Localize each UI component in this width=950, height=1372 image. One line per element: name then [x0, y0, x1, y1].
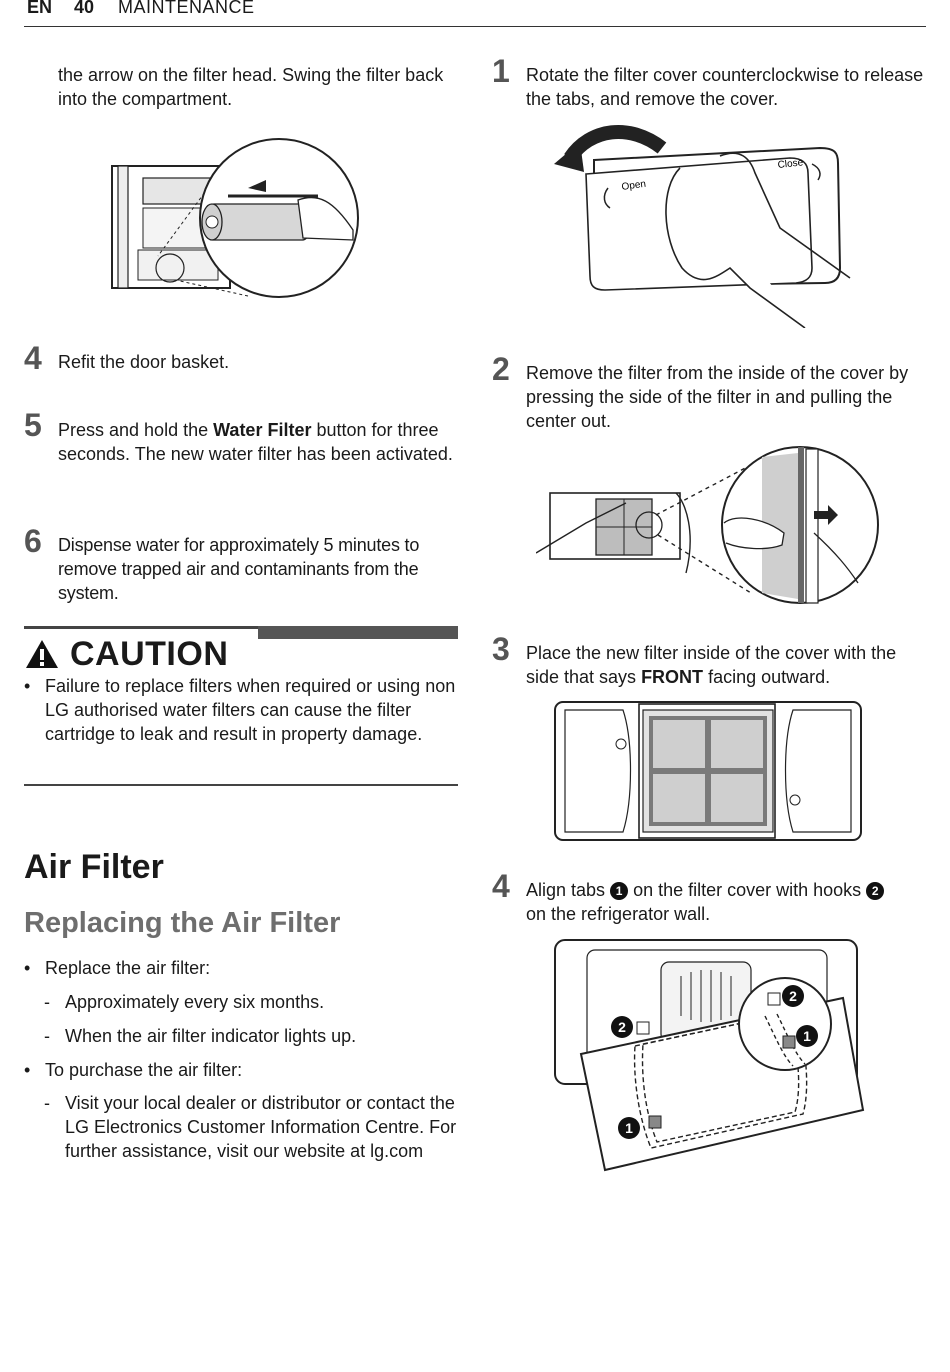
step-text: Remove the filter from the inside of the…: [526, 363, 909, 431]
close-label: Close: [777, 157, 804, 171]
tab-label: 1: [803, 1028, 811, 1044]
rotate-cover-illustration: Open Close: [554, 125, 851, 328]
caution-bottom-rule: [24, 784, 458, 786]
align-tabs-illustration: 2 2 1 1: [554, 939, 865, 1172]
caution-text: Failure to replace filters when required…: [45, 676, 456, 744]
sub-list-item: Approximately every six months.: [65, 992, 325, 1012]
list-item: Replace the air filter:: [45, 958, 211, 978]
step-text: Place the new filter inside of the cover…: [526, 643, 897, 687]
dash: -: [44, 1026, 50, 1046]
warning-icon: [26, 640, 58, 668]
step-number: 6: [24, 523, 42, 559]
hook-marker: 2: [866, 882, 885, 900]
tab-label: 1: [625, 1120, 633, 1136]
bullet: •: [24, 676, 31, 696]
step-number: 1: [492, 53, 510, 89]
open-label: Open: [621, 179, 647, 193]
step-number: 2: [492, 351, 510, 387]
step-text: Rotate the filter cover counterclockwise…: [526, 65, 924, 109]
page-header: EN 40 MAINTENANCE: [24, 0, 926, 27]
caution-top-rule: [24, 626, 258, 629]
hook-label: 2: [789, 988, 797, 1004]
new-filter-in-cover-illustration: [554, 701, 862, 841]
list-item: To purchase the air filter:: [45, 1060, 243, 1080]
sub-list-item: Visit your local dealer or distributor o…: [65, 1093, 457, 1161]
water-filter-install-illustration: [111, 138, 359, 298]
sub-list-item: When the air filter indicator lights up.: [65, 1026, 357, 1046]
step-number: 3: [492, 631, 510, 667]
step-text: Refit the door basket.: [58, 352, 230, 372]
step-text: Press and hold the Water Filter button f…: [58, 420, 453, 464]
step-text: Align tabs 1 on the filter cover with ho…: [526, 878, 926, 926]
caution-title: CAUTION: [70, 635, 229, 673]
bullet: •: [24, 1060, 31, 1080]
step-number: 5: [24, 407, 42, 443]
water-filter-button-name: Water Filter: [213, 420, 312, 440]
caution-top-bar: [258, 626, 458, 639]
subsection-heading: Replacing the Air Filter: [24, 907, 341, 939]
step-number: 4: [24, 340, 42, 376]
step-number: 4: [492, 868, 510, 904]
language-label: EN: [27, 0, 53, 17]
tab-marker: 1: [610, 882, 629, 900]
continued-step-text: the arrow on the filter head. Swing the …: [58, 65, 444, 109]
section-heading: Air Filter: [24, 848, 164, 886]
dash: -: [44, 992, 50, 1012]
front-label: FRONT: [641, 667, 704, 687]
hook-label: 2: [618, 1019, 626, 1035]
page-number: 40: [74, 0, 95, 17]
bullet: •: [24, 958, 31, 978]
section-title: MAINTENANCE: [118, 0, 255, 17]
dash: -: [44, 1093, 50, 1113]
step-text: Dispense water for approximately 5 minut…: [58, 535, 420, 603]
remove-filter-illustration: [536, 446, 879, 604]
